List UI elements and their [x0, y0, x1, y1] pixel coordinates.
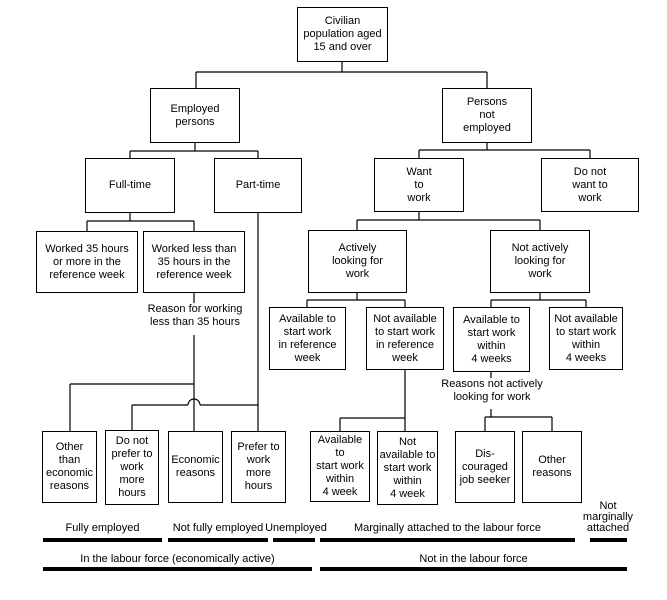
connector-avail-4weeks-chain	[484, 372, 553, 431]
bar-fully-employed	[43, 538, 162, 542]
node-full-time: Full-time	[85, 158, 175, 213]
bar-in-labour-force	[43, 567, 312, 571]
bar-unemployed	[273, 538, 315, 542]
label-reason-working-less: Reason for working less than 35 hours	[147, 303, 243, 328]
bar-not-fully-employed	[168, 538, 268, 542]
node-do-not-want-to-work: Do not want to work	[541, 158, 639, 212]
connector-actively-split	[306, 293, 406, 307]
connector-employed-split	[129, 143, 259, 158]
connector-want-split	[356, 212, 541, 230]
node-actively-looking: Actively looking for work	[308, 230, 407, 293]
node-available-4-week: Available to start work within 4 week	[310, 431, 370, 502]
node-available-ref-week: Available to start work in reference wee…	[269, 307, 346, 370]
node-not-available-4-weeks: Not available to start work within 4 wee…	[549, 307, 623, 370]
bar-not-in-labour-force	[320, 567, 627, 571]
node-want-to-work: Want to work	[374, 158, 464, 212]
node-civilian-population: Civilian population aged 15 and over	[297, 7, 388, 62]
connector-civilian-split	[195, 62, 488, 88]
node-employed-persons: Employed persons	[150, 88, 240, 143]
connector-parttime-chain	[131, 213, 259, 431]
node-part-time: Part-time	[214, 158, 302, 213]
category-unemployed: Unemployed	[265, 522, 327, 534]
label-not-marginally-attached: Not marginally attached	[582, 500, 634, 534]
category-marginally-attached: Marginally attached to the labour force	[353, 522, 542, 534]
node-other-than-economic: Other than economic reasons	[42, 431, 97, 503]
node-not-available-ref-week: Not available to start work in reference…	[366, 307, 444, 370]
label-reasons-not-actively: Reasons not actively looking for work	[441, 378, 543, 403]
node-prefer-more-hours: Prefer to work more hours	[231, 431, 286, 503]
category-in-labour-force: In the labour force (economically active…	[80, 553, 275, 565]
node-economic-reasons: Economic reasons	[168, 431, 223, 503]
node-persons-not-employed: Persons not employed	[442, 88, 532, 143]
connector-not-actively-split	[490, 293, 587, 307]
node-other-reasons: Other reasons	[522, 431, 582, 503]
node-do-not-prefer-more-hours: Do not prefer to work more hours	[105, 430, 159, 505]
connector-worked-less-chain	[69, 293, 195, 431]
node-worked-35-or-more: Worked 35 hours or more in the reference…	[36, 231, 138, 293]
category-not-in-labour-force: Not in the labour force	[419, 553, 528, 565]
node-not-actively-looking: Not actively looking for work	[490, 230, 590, 293]
node-not-available-4-week: Not available to start work within 4 wee…	[377, 431, 438, 505]
bar-marginally-attached	[320, 538, 575, 542]
node-available-4-weeks: Available to start work within 4 weeks	[453, 307, 530, 372]
category-fully-employed: Fully employed	[65, 522, 140, 534]
bar-not-marginally-attached	[590, 538, 627, 542]
category-not-fully-employed: Not fully employed	[172, 522, 264, 534]
node-worked-less-35: Worked less than 35 hours in the referen…	[143, 231, 245, 293]
connector-not-avail-ref-chain	[339, 370, 406, 431]
connector-persons-split	[418, 143, 591, 158]
connector-fulltime-split	[86, 213, 195, 231]
node-discouraged-job-seeker: Dis- couraged job seeker	[455, 431, 515, 503]
